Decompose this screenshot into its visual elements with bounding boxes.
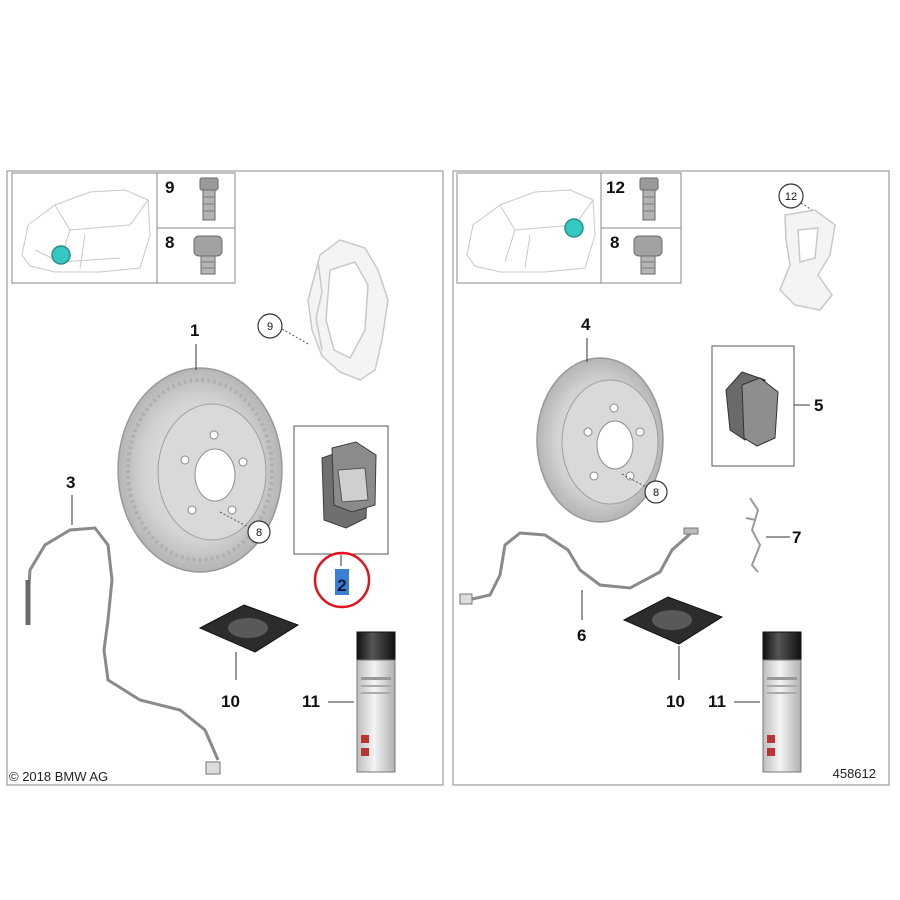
sensor-plug-icon	[459, 593, 473, 605]
wear-sensor-wire	[25, 526, 220, 761]
callout-label-11: 11	[302, 692, 320, 711]
location-dot-icon	[564, 218, 584, 238]
brake-disc	[117, 367, 283, 573]
callout-label-10: 10	[666, 692, 685, 711]
callout-label-10: 10	[221, 692, 240, 711]
right-inset: 12 8	[456, 172, 682, 284]
callout-label-8: 8	[653, 487, 659, 499]
bolt-icon	[639, 177, 659, 221]
spray-can	[356, 631, 396, 773]
inset-label-upper: 9	[165, 178, 174, 197]
sensor-plug-icon	[205, 761, 221, 775]
inset-label-lower: 8	[165, 233, 174, 252]
callout-circle-9	[257, 313, 283, 339]
callout-label-8: 8	[256, 527, 262, 539]
callout-circle-8	[247, 520, 271, 544]
brake-pads	[711, 345, 795, 467]
copyright: © 2018 BMW AG	[9, 769, 108, 784]
wear-sensor-wire	[467, 531, 691, 602]
hex-bolt-icon	[193, 235, 223, 275]
brake-disc	[536, 357, 664, 523]
hex-bolt-icon	[633, 235, 663, 275]
callout-label-11: 11	[708, 692, 726, 711]
callout-label-2: 2	[337, 576, 346, 595]
spray-can	[762, 631, 802, 773]
caliper-carrier	[307, 239, 389, 381]
callout-label-6: 6	[577, 626, 586, 645]
assembly-paste-packet	[622, 596, 724, 645]
assembly-paste-packet	[198, 604, 300, 653]
callout-circle-8	[644, 480, 668, 504]
callout-label-1: 1	[190, 321, 199, 340]
inset-label-upper: 12	[606, 178, 625, 197]
diagram-id: 458612	[833, 766, 876, 781]
left-panel: 9 8 9	[6, 170, 444, 786]
brake-pads	[293, 425, 389, 555]
sensor-tip-icon	[683, 527, 699, 535]
callout-label-3: 3	[66, 473, 75, 492]
highlight-box-2	[335, 569, 349, 595]
bolt-icon	[199, 177, 219, 221]
callout-label-12: 12	[785, 191, 797, 203]
callout-label-4: 4	[581, 315, 591, 334]
callout-label-5: 5	[814, 396, 823, 415]
right-panel: 12 8 12	[452, 170, 890, 786]
callout-label-9: 9	[267, 321, 273, 333]
highlight-circle	[313, 551, 371, 609]
caliper-carrier	[779, 209, 836, 311]
callout-circle-12	[778, 183, 804, 209]
pad-clip	[745, 497, 762, 573]
callout-label-7: 7	[792, 528, 801, 547]
inset-label-lower: 8	[610, 233, 619, 252]
left-inset: 9 8	[11, 172, 236, 284]
location-dot-icon	[51, 245, 71, 265]
car-outline-icon	[466, 189, 596, 273]
